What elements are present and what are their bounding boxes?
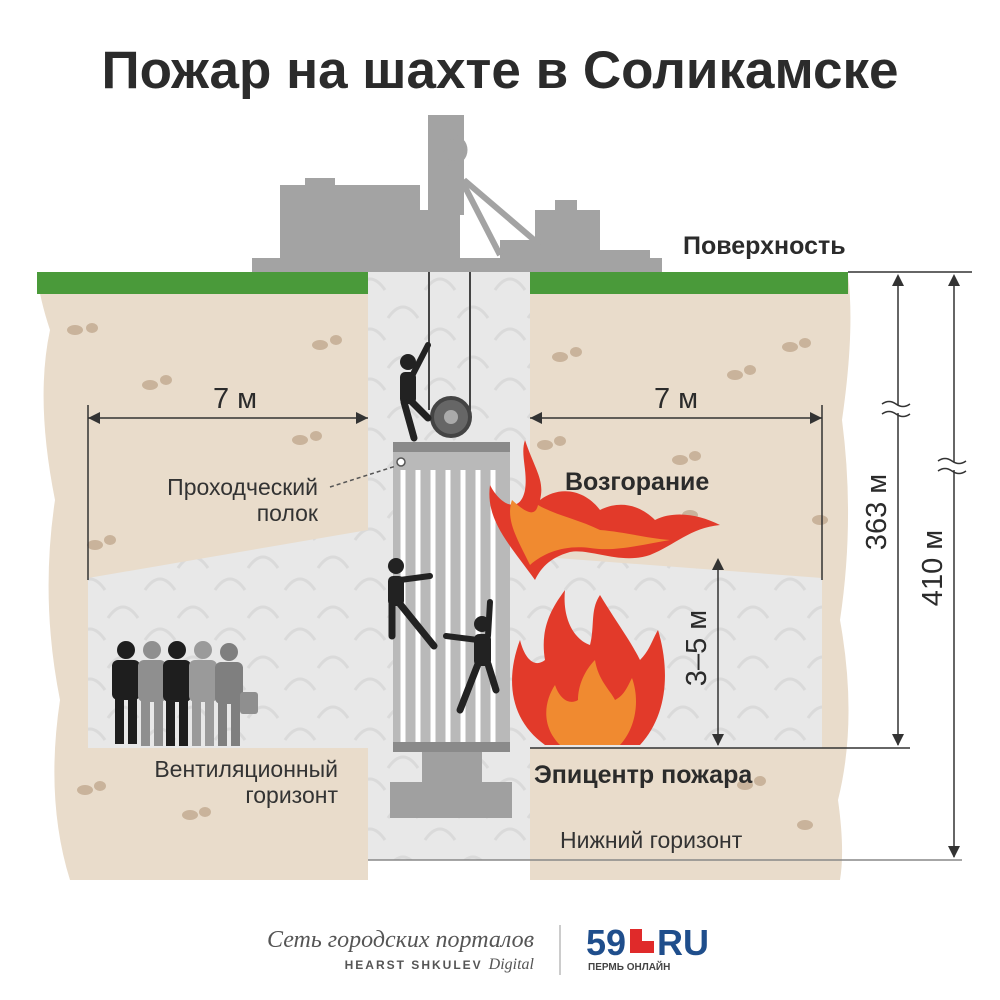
ignition-flames — [489, 440, 720, 580]
brand-red-square-cutout — [642, 929, 654, 941]
sheave-hub — [444, 410, 458, 424]
dimension-arrowheads — [88, 274, 960, 858]
dim-fire-height: 3–5 м — [681, 610, 713, 686]
platform-marker — [396, 457, 406, 467]
dim-left-width: 7 м — [213, 383, 257, 415]
grass-left — [37, 272, 368, 294]
page-title: Пожар на шахте в Соликамске — [102, 41, 899, 100]
brand-subtitle: ПЕРМЬ ОНЛАЙН — [588, 960, 670, 973]
brand-logo-59ru: 59 RU ПЕРМЬ ОНЛАЙН — [586, 922, 709, 973]
soil-pebbles — [67, 323, 828, 830]
label-vent-horizon-1: Вентиляционный — [154, 756, 338, 782]
brand-suffix: RU — [657, 922, 709, 963]
label-lower-horizon: Нижний горизонт — [560, 827, 743, 853]
dimension-break-marks — [881, 400, 968, 475]
label-ignition: Возгорание — [565, 468, 709, 496]
label-vent-horizon-2: горизонт — [245, 782, 338, 808]
hearst-digital-text: Digital — [488, 956, 535, 973]
climbing-miner-top — [400, 342, 432, 442]
climbing-miner-bottom — [443, 599, 500, 714]
dim-depth-363: 363 м — [861, 474, 893, 550]
dimension-lines — [87, 271, 972, 857]
hoist-ropes — [428, 272, 471, 410]
surface-buildings — [252, 115, 662, 273]
label-epicenter: Эпицентр пожара — [534, 761, 753, 789]
climbing-miner-middle — [388, 558, 438, 650]
hearst-shkulev-text: HEARST SHKULEV — [345, 958, 483, 972]
footer: Сеть городских порталов HEARST SHKULEV Di… — [267, 922, 709, 975]
miners-group — [112, 641, 258, 746]
dim-depth-410: 410 м — [917, 530, 949, 606]
label-shaft-platform-2: полок — [257, 500, 319, 526]
label-shaft-platform-1: Проходческий — [167, 474, 318, 500]
headframe — [436, 134, 542, 257]
hearst-shkulev-logo: HEARST SHKULEV Digital — [345, 956, 535, 973]
brand-number: 59 — [586, 922, 626, 963]
portal-network-title: Сеть городских порталов — [267, 927, 534, 953]
label-surface: Поверхность — [683, 232, 846, 260]
platform-leader — [329, 465, 397, 488]
dim-right-width: 7 м — [654, 383, 698, 415]
grass-right — [530, 272, 848, 294]
epicenter-flames — [512, 590, 665, 745]
